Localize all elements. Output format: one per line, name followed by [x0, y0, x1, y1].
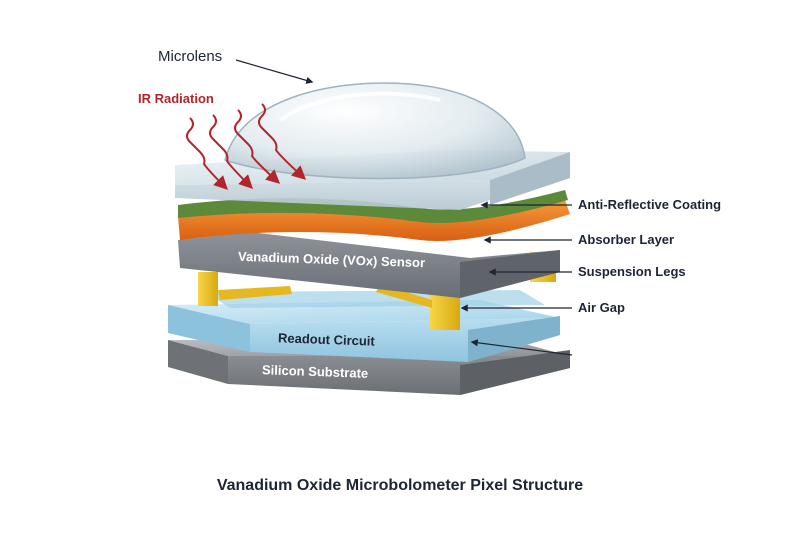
- suspension-legs-label: Suspension Legs: [578, 264, 686, 279]
- anti-reflective-label: Anti-Reflective Coating: [578, 197, 722, 212]
- microlens-label: Microlens: [158, 48, 223, 65]
- microlens-dome: [224, 82, 526, 180]
- air-gap-label: Air Gap: [578, 300, 625, 315]
- ir-radiation-label: IR Radiation: [138, 91, 214, 106]
- diagram-title: Vanadium Oxide Microbolometer Pixel Stru…: [216, 477, 584, 494]
- anti-reflective-layer: [178, 190, 568, 224]
- ir-radiation-arrows: [186, 103, 307, 190]
- microlens-highlight: [278, 91, 441, 122]
- leader-lines: [235, 59, 573, 356]
- absorber-label: Absorber Layer: [578, 232, 675, 247]
- vox-sensor-layer: [178, 232, 560, 298]
